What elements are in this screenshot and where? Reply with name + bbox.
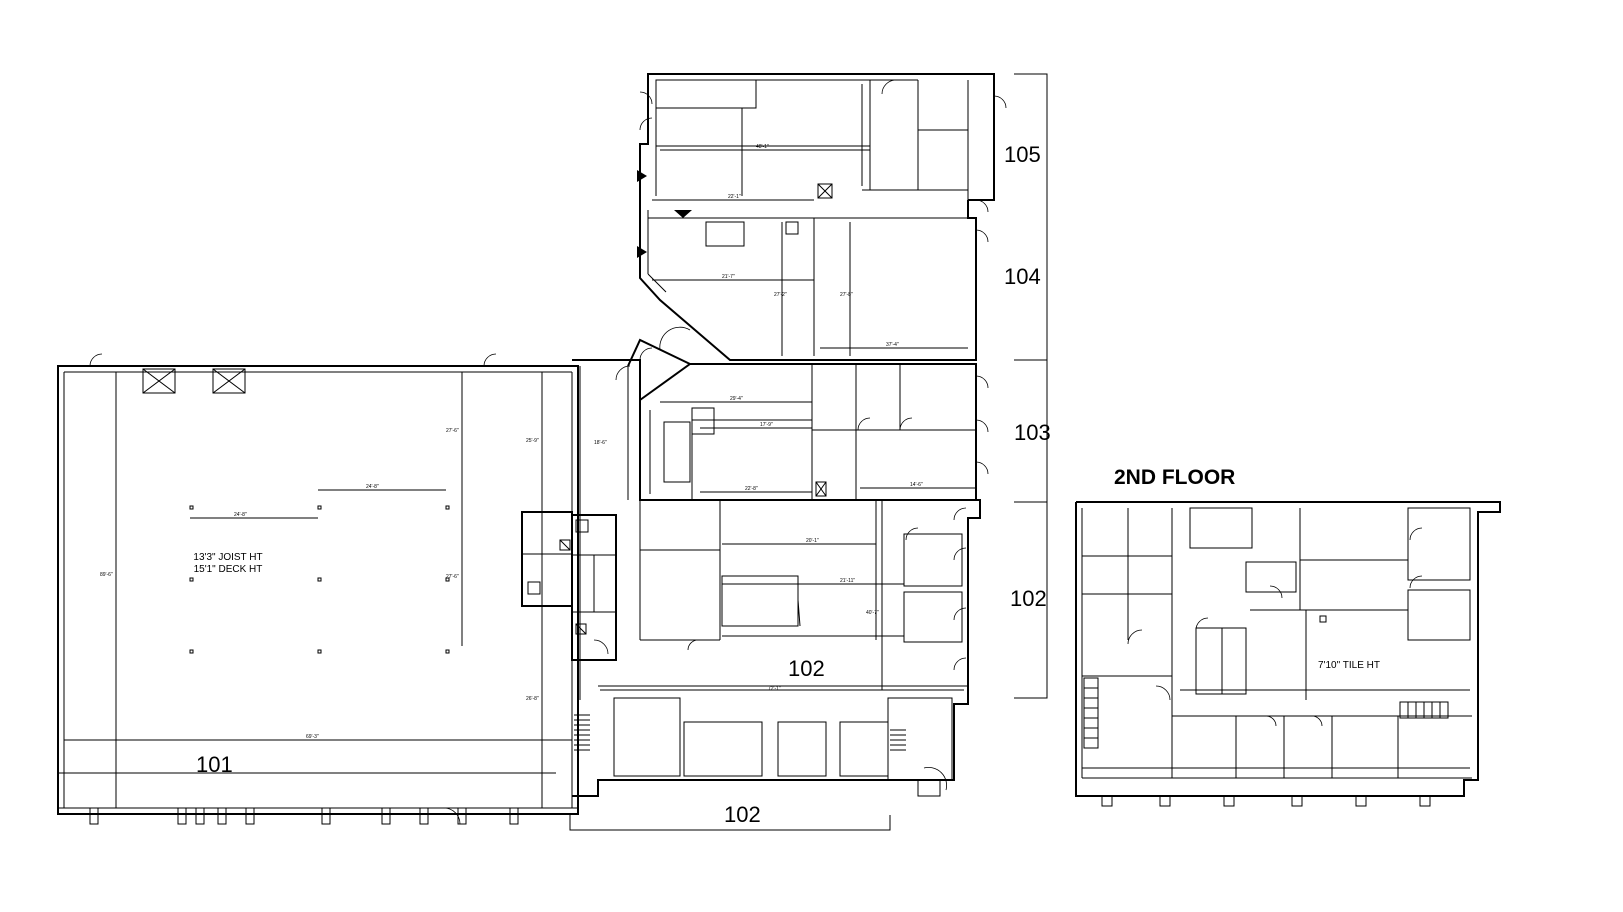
dim-label: 48'-1" — [756, 144, 769, 150]
deck-height-label: 15'1" DECK HT — [194, 564, 263, 575]
dim-label: 17'-9" — [760, 422, 773, 428]
dim-label: 26'-8" — [526, 696, 539, 702]
dim-label: 69'-3" — [306, 734, 319, 740]
unit-102-bracket-label: 102 — [724, 802, 761, 827]
unit-103-dimension-lines — [660, 401, 976, 493]
dim-label: 89'-6" — [100, 572, 113, 578]
arrow-right-icon — [637, 246, 647, 258]
unit-102-side-label: 102 — [1010, 586, 1047, 611]
dim-label: 29'-4" — [730, 396, 743, 402]
dim-label: 72'-1" — [768, 686, 781, 692]
unit-104-label: 104 — [1004, 264, 1041, 289]
arrow-down-icon — [674, 210, 692, 218]
dim-label: 14'-6" — [910, 482, 923, 488]
dim-label: 25'-9" — [526, 438, 539, 444]
unit-105-dimension-lines — [660, 84, 870, 196]
dim-label: 40'-7" — [866, 610, 879, 616]
dim-label: 18'-6" — [594, 440, 607, 446]
dim-label: 27'-6" — [446, 428, 459, 434]
dim-label: 27'-8" — [840, 292, 853, 298]
unit-102-label: 102 — [788, 656, 825, 681]
dim-label: 22'-8" — [745, 486, 758, 492]
second-floor-walls — [1075, 501, 1501, 807]
unit-105-label: 105 — [1004, 142, 1041, 167]
unit-105-walls — [639, 73, 1007, 201]
dim-label: 27'-2" — [774, 292, 787, 298]
second-floor-dimension-lines — [1082, 559, 1470, 769]
unit-103-walls — [639, 363, 989, 501]
unit-101-label: 101 — [196, 752, 233, 777]
dim-label: 27'-6" — [446, 574, 459, 580]
unit-brackets — [1014, 73, 1048, 699]
unit-101-walls — [57, 353, 579, 825]
dim-label: 24'-8" — [234, 512, 247, 518]
unit-101-dimension-lines — [64, 372, 572, 808]
tile-height-label: 7'10" TILE HT — [1318, 660, 1380, 671]
arrow-right-icon — [637, 170, 647, 182]
dim-label: 21'-7" — [722, 274, 735, 280]
dim-label: 21'-11" — [840, 578, 855, 584]
dim-label: 22'-1" — [728, 194, 741, 200]
dim-label: 20'-1" — [806, 538, 819, 544]
second-floor-title: 2ND FLOOR — [1114, 466, 1235, 489]
unit-102-dimension-lines — [600, 500, 964, 691]
dim-label: 37'-4" — [886, 342, 899, 348]
unit-104-walls — [637, 170, 989, 361]
joist-height-label: 13'3" JOIST HT — [193, 552, 262, 563]
dim-label: 24'-8" — [366, 484, 379, 490]
restroom-core — [521, 511, 617, 661]
unit-104-dimension-lines — [652, 199, 968, 356]
unit-103-label: 103 — [1014, 420, 1051, 445]
